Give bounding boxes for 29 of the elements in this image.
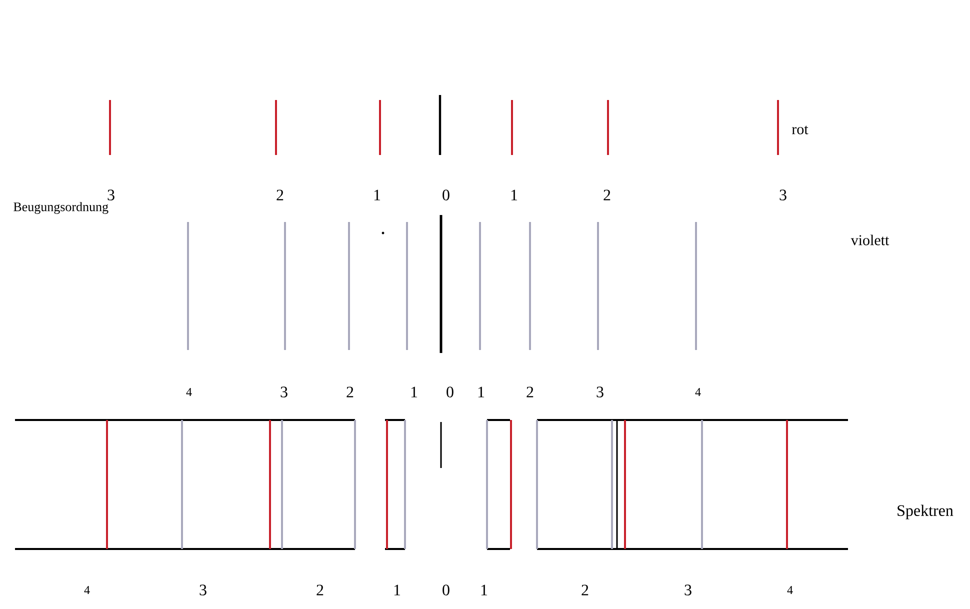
label: 3: [596, 386, 604, 398]
label: rot: [792, 126, 808, 134]
label: Beugungsordnung: [14, 202, 108, 214]
label: 1: [411, 386, 418, 398]
label: 1: [374, 190, 380, 200]
label: 4: [84, 586, 90, 594]
label: 1: [511, 190, 518, 200]
label: 4: [186, 388, 192, 396]
label: 0: [446, 386, 454, 398]
label: 0: [442, 190, 450, 200]
label: 2: [316, 584, 324, 596]
label: 3: [200, 584, 206, 596]
label: 3: [780, 190, 786, 200]
label: 1: [481, 584, 488, 596]
label: violett: [850, 234, 890, 246]
label: 2: [582, 584, 588, 596]
label: Spektren: [898, 504, 954, 520]
label: 2: [526, 386, 534, 398]
label: 2: [346, 386, 354, 398]
label: 4: [695, 388, 701, 396]
label: 1: [394, 584, 400, 596]
label: 3: [108, 190, 114, 200]
label: 2: [276, 190, 284, 200]
label: 2: [604, 190, 610, 200]
label: 3: [684, 584, 692, 596]
label: 4: [787, 586, 793, 594]
label: 0: [442, 584, 450, 596]
label: 3: [280, 386, 288, 398]
label: 1: [478, 386, 484, 398]
